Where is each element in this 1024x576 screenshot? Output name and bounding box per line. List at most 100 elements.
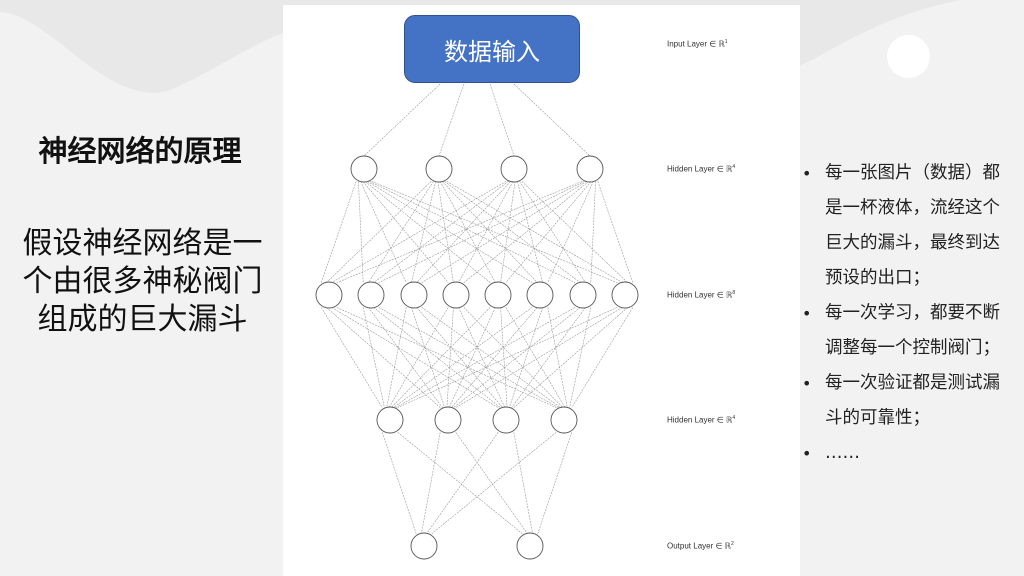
connection-line xyxy=(442,181,538,283)
connection-line xyxy=(336,181,583,283)
neuron-node xyxy=(569,281,597,309)
connection-line xyxy=(364,181,491,283)
connection-line xyxy=(513,432,533,534)
neuron-node xyxy=(434,406,462,434)
connection-line xyxy=(489,83,515,157)
neuron-node xyxy=(425,155,453,183)
bullet-item: •每一张图片（数据）都是一杯液体，流经这个巨大的漏斗，最终到达预设的出口； xyxy=(800,156,1005,296)
connection-line xyxy=(326,181,432,283)
connection-line xyxy=(367,181,533,283)
connection-line xyxy=(397,307,618,408)
connection-line xyxy=(368,307,443,408)
connection-line xyxy=(463,181,590,283)
connection-line xyxy=(320,307,383,408)
connection-line xyxy=(378,307,559,408)
connection-line xyxy=(571,307,634,408)
connection-line xyxy=(463,307,564,408)
neuron-node xyxy=(611,281,639,309)
connection-line xyxy=(547,181,594,283)
connection-line xyxy=(362,181,449,283)
connection-line xyxy=(381,432,417,534)
neuron-node xyxy=(442,281,470,309)
connection-line xyxy=(411,181,436,283)
connection-line xyxy=(426,432,499,534)
connection-line xyxy=(358,181,364,283)
connection-line xyxy=(458,307,506,408)
connection-line xyxy=(537,432,573,534)
bullet-item: •每一次学习，都要不断调整每一个控制阀门； xyxy=(800,296,1005,366)
layer-label-input: Input Layer ∈ ℝ1 xyxy=(667,39,728,49)
connection-line xyxy=(421,432,441,534)
connection-line xyxy=(363,83,441,157)
decorative-circle xyxy=(887,35,930,78)
connection-line xyxy=(521,181,628,283)
bullet-dot-icon: • xyxy=(802,304,812,323)
connection-line xyxy=(326,307,441,408)
connection-line xyxy=(453,307,581,408)
neuron-node xyxy=(350,155,378,183)
connection-line xyxy=(513,83,591,157)
connection-line xyxy=(388,307,449,408)
bullet-dot-icon: • xyxy=(802,374,812,393)
connection-line xyxy=(448,307,496,408)
connection-line xyxy=(331,181,507,283)
connection-line xyxy=(369,181,576,283)
bullet-list: •每一张图片（数据）都是一杯液体，流经这个巨大的漏斗，最终到达预设的出口； •每… xyxy=(800,156,1024,471)
connection-line xyxy=(416,307,503,408)
connection-line xyxy=(590,181,596,283)
connection-line xyxy=(378,181,585,283)
connection-line xyxy=(569,307,592,408)
bullet-dot-icon: • xyxy=(802,444,812,463)
connection-line xyxy=(455,432,528,534)
data-input-box: 数据输入 xyxy=(404,15,580,83)
connection-line xyxy=(446,181,623,283)
connection-line xyxy=(331,307,499,408)
connection-line xyxy=(395,307,576,408)
connection-line xyxy=(421,181,587,283)
neuron-node xyxy=(526,281,554,309)
slide-title: 神经网络的原理 xyxy=(38,134,242,168)
neuron-node xyxy=(516,532,544,560)
connection-line xyxy=(451,307,538,408)
connection-line xyxy=(500,181,516,283)
neuron-node xyxy=(484,281,512,309)
connection-line xyxy=(439,181,496,283)
connection-line xyxy=(397,432,523,534)
bullet-dot-icon: • xyxy=(802,164,812,183)
layer-label-hidden-3: Hidden Layer ∈ ℝ4 xyxy=(667,415,736,425)
connection-line xyxy=(360,181,407,283)
connection-line xyxy=(411,307,445,408)
slide-subtitle: 假设神经网络是一个由很多神秘阀门组成的巨大漏斗 xyxy=(22,226,263,337)
connection-line xyxy=(505,181,592,283)
connection-line xyxy=(373,181,509,283)
connection-line xyxy=(505,307,566,408)
connection-line xyxy=(431,432,557,534)
connection-line xyxy=(390,307,491,408)
connection-line xyxy=(386,307,407,408)
data-input-label: 数据输入 xyxy=(444,37,540,66)
connection-line xyxy=(393,307,533,408)
neuron-node xyxy=(500,155,528,183)
bullet-item: •…… xyxy=(800,436,1005,471)
connection-line xyxy=(513,307,628,408)
connection-line xyxy=(320,181,357,283)
connection-line xyxy=(446,307,454,408)
connection-line xyxy=(437,181,454,283)
connection-line xyxy=(458,181,514,283)
neuron-node xyxy=(410,532,438,560)
connection-line xyxy=(519,181,586,283)
connection-line xyxy=(455,307,623,408)
layer-label-hidden-2: Hidden Layer ∈ ℝ8 xyxy=(667,290,736,300)
connection-line xyxy=(444,181,581,283)
neuron-node xyxy=(550,406,578,434)
connection-line xyxy=(597,181,634,283)
connection-line xyxy=(517,181,543,283)
connection-line xyxy=(421,307,561,408)
connection-line xyxy=(362,307,385,408)
neuron-node xyxy=(576,155,604,183)
connection-line xyxy=(509,307,543,408)
neuron-node xyxy=(315,281,343,309)
connection-line xyxy=(373,307,501,408)
bullet-item: •每一次验证都是测试漏斗的可靠性； xyxy=(800,366,1005,436)
